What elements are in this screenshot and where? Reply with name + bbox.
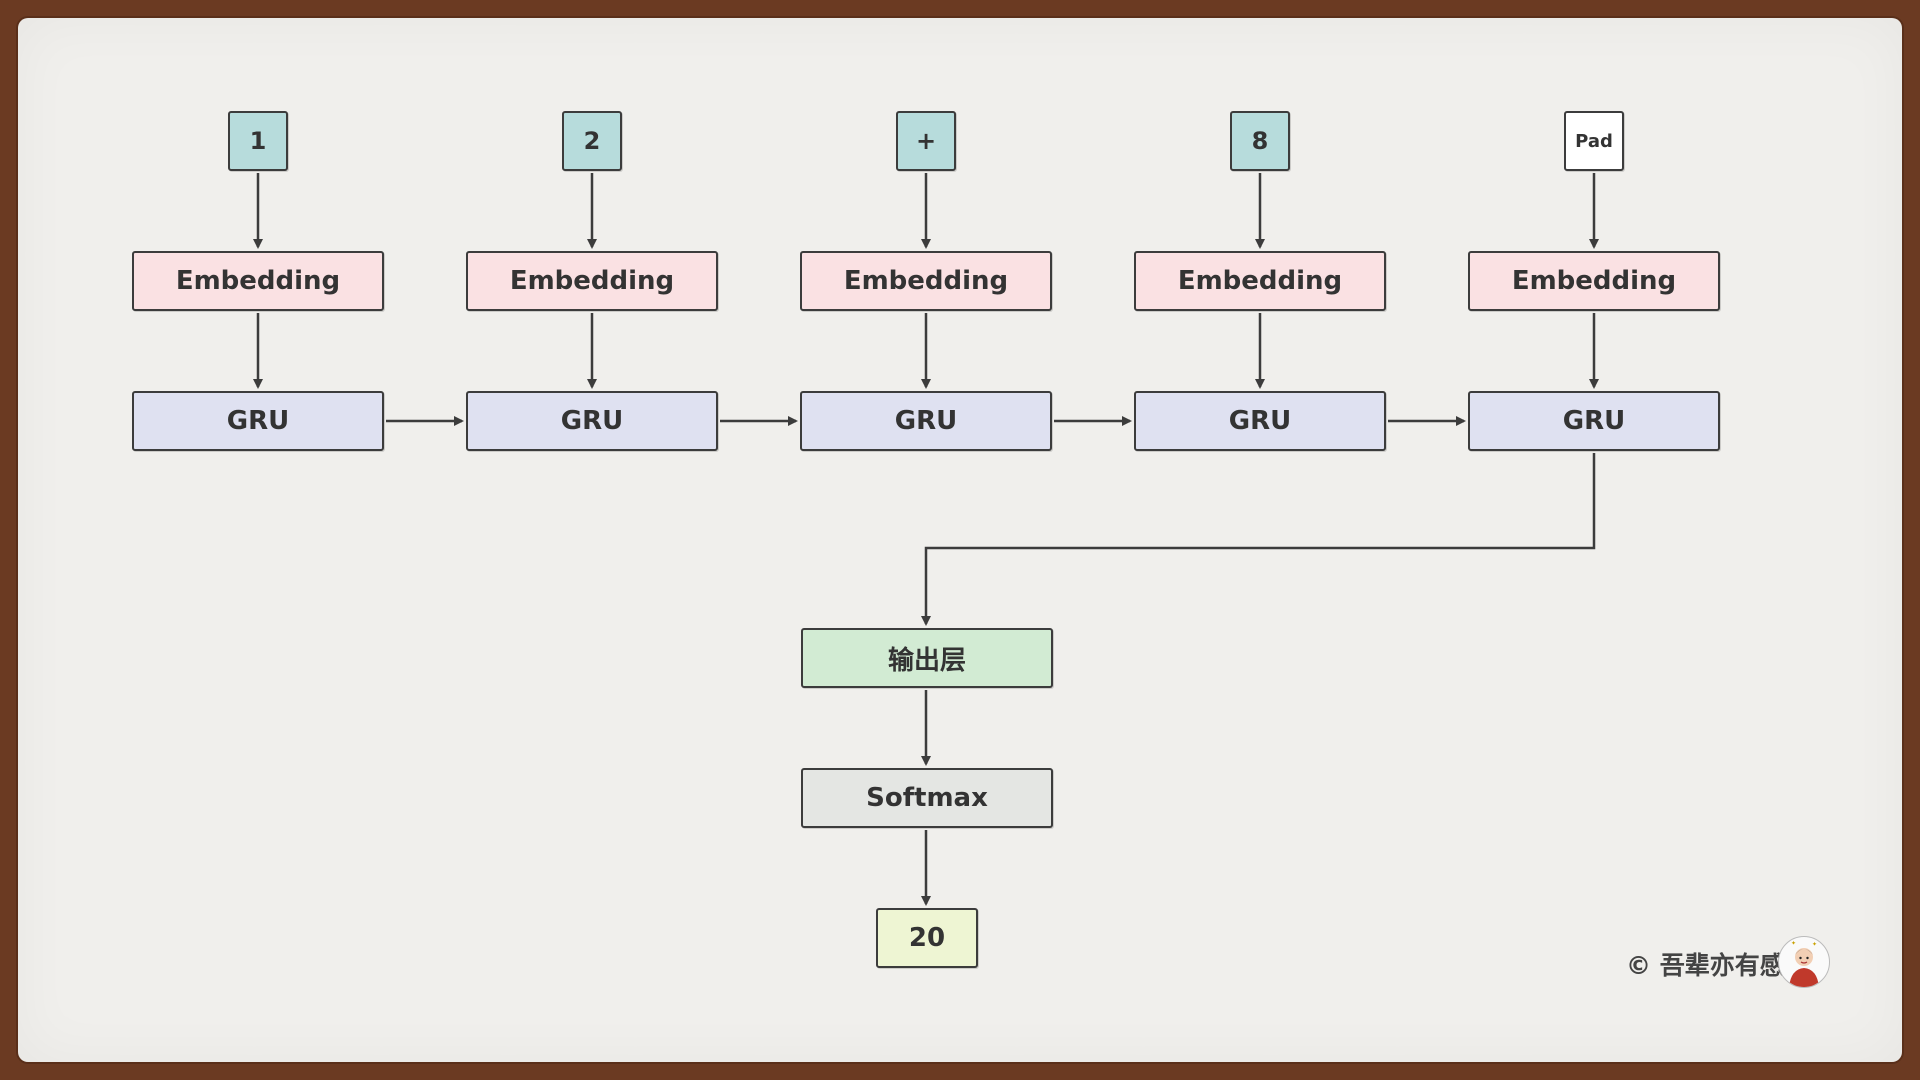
copyright-text: © 吾辈亦有感	[1626, 951, 1785, 980]
token-plus: +	[896, 111, 956, 171]
embedding-box-1: Embedding	[132, 251, 384, 311]
gru-box-1: GRU	[132, 391, 384, 451]
token-8: 8	[1230, 111, 1290, 171]
avatar-portrait-icon: ✦ ✦	[1789, 940, 1819, 987]
gru-box-5: GRU	[1468, 391, 1720, 451]
softmax-box: Softmax	[801, 768, 1053, 828]
token-2: 2	[562, 111, 622, 171]
svg-text:✦: ✦	[1812, 941, 1817, 948]
token-1: 1	[228, 111, 288, 171]
author-avatar: ✦ ✦	[1778, 936, 1830, 988]
token-pad: Pad	[1564, 111, 1624, 171]
embedding-box-4: Embedding	[1134, 251, 1386, 311]
canvas: 1 2 + 8 Pad Embedding Embedding Embeddin…	[18, 18, 1902, 1062]
svg-text:✦: ✦	[1791, 940, 1796, 947]
result-box: 20	[876, 908, 978, 968]
gru-box-4: GRU	[1134, 391, 1386, 451]
connector-arrows	[253, 173, 1599, 906]
embedding-box-3: Embedding	[800, 251, 1052, 311]
gru-box-2: GRU	[466, 391, 718, 451]
embedding-box-5: Embedding	[1468, 251, 1720, 311]
embedding-box-2: Embedding	[466, 251, 718, 311]
output-layer-box: 输出层	[801, 628, 1053, 688]
gru-box-3: GRU	[800, 391, 1052, 451]
arrow-gru-5-to-output-layer	[921, 453, 1596, 626]
